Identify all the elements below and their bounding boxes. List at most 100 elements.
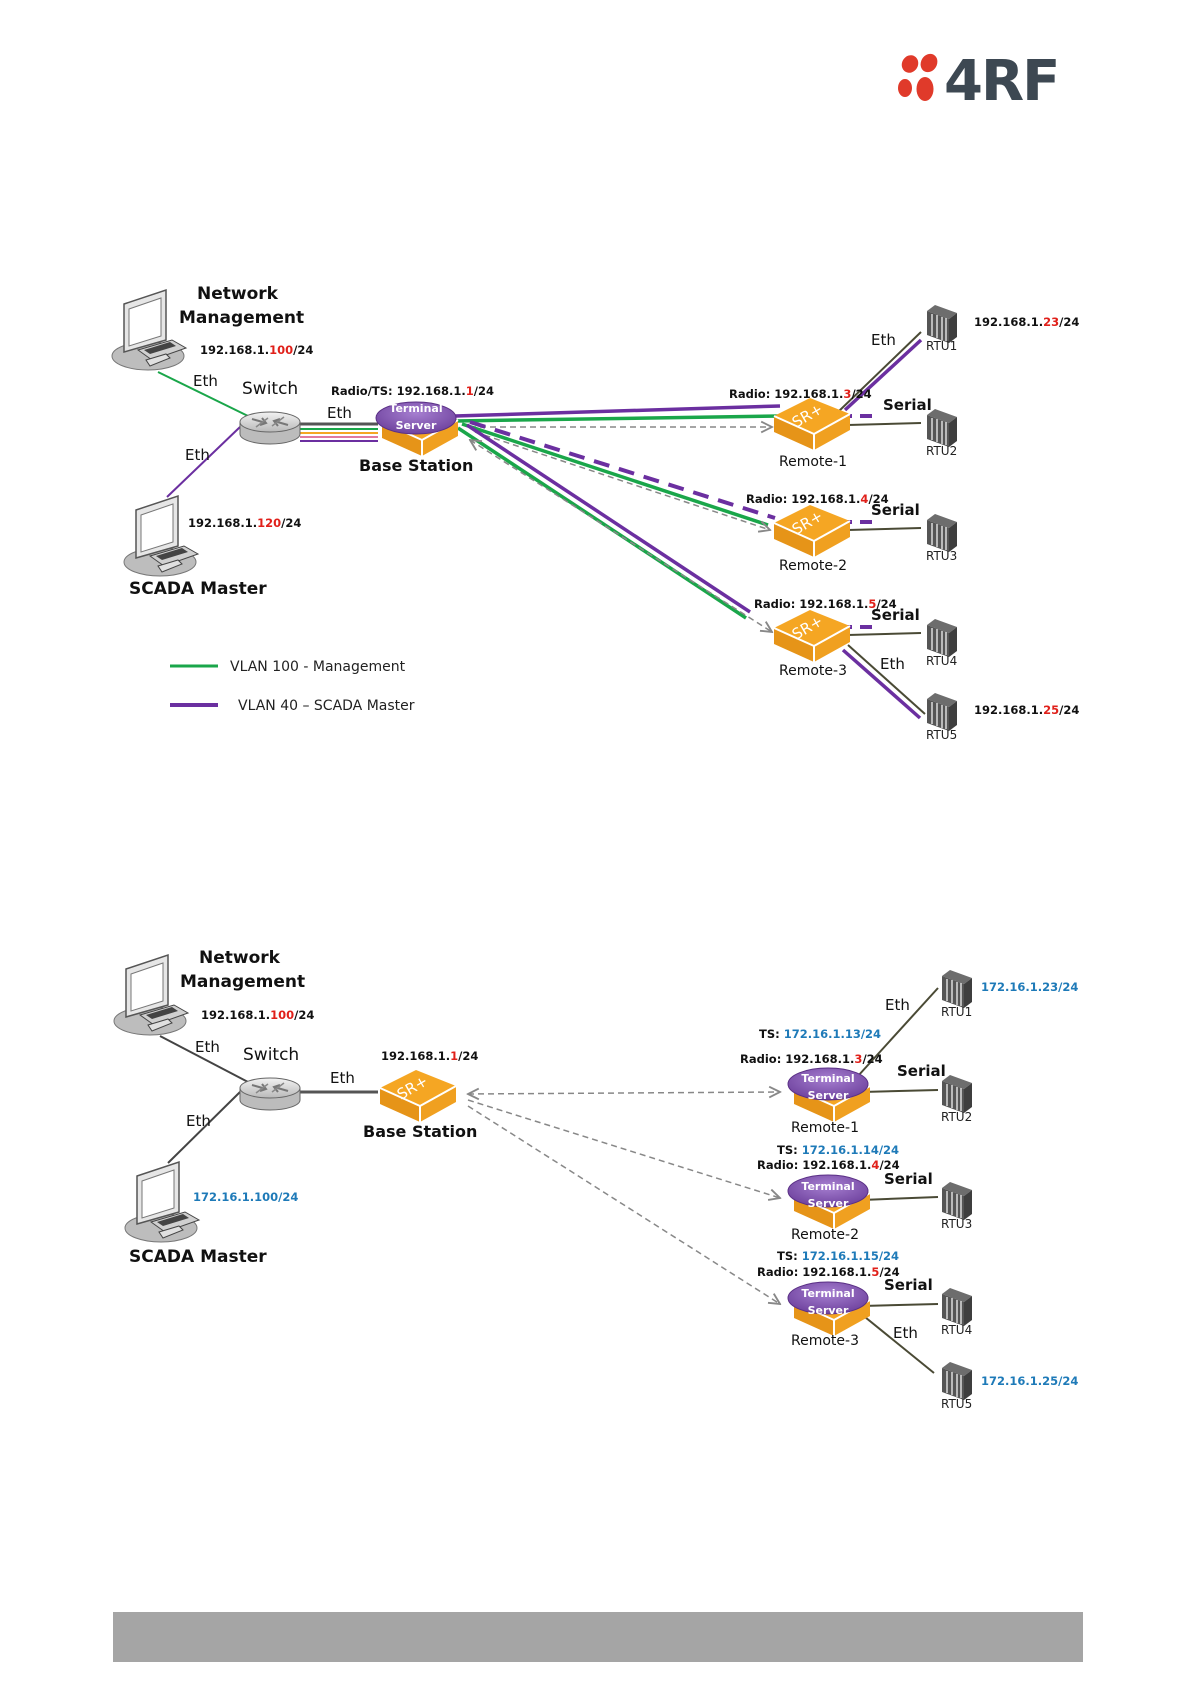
scada-switch-link bbox=[166, 426, 241, 498]
r3-serial-label: Serial bbox=[871, 606, 920, 624]
rtu2-icon bbox=[926, 408, 958, 448]
legend-label-vlan100: VLAN 100 - Management bbox=[230, 659, 406, 675]
rtu2-label: RTU2 bbox=[926, 444, 957, 458]
base-station-label: Base Station bbox=[359, 456, 473, 475]
r2-serial-label: Serial bbox=[871, 501, 920, 519]
rtu5-icon-2 bbox=[941, 1361, 973, 1401]
r1-eth-label: Eth bbox=[871, 331, 896, 349]
vlan100-r2 bbox=[461, 422, 769, 527]
rtu1-label: RTU1 bbox=[926, 339, 957, 353]
base-ts-line2: Server bbox=[396, 419, 437, 432]
remote-3-label: Remote-3 bbox=[779, 663, 847, 679]
eth-label-scada: Eth bbox=[185, 446, 210, 464]
r3-ts-line2: Server bbox=[808, 1304, 849, 1317]
nm-ip: 192.168.1.100/24 bbox=[200, 343, 313, 357]
rtu2-label-2: RTU2 bbox=[941, 1110, 972, 1124]
switch-icon bbox=[239, 411, 301, 445]
vlan40-r2-dashed bbox=[469, 420, 776, 520]
r1-eth-label-2: Eth bbox=[885, 996, 910, 1014]
r1-serial-label: Serial bbox=[883, 396, 932, 414]
remote-2-ip-2: Radio: 192.168.1.4/24 bbox=[757, 1158, 900, 1172]
switch-label: Switch bbox=[242, 379, 298, 399]
rtu5-label-2: RTU5 bbox=[941, 1397, 972, 1411]
r1-rtu2-serial bbox=[847, 422, 922, 426]
vlan100-r3 bbox=[457, 426, 747, 620]
r3-rtu5-eth-2 bbox=[859, 1312, 935, 1374]
rtu4-icon-2 bbox=[941, 1287, 973, 1327]
remote-1-ts-ip: TS: 172.16.1.13/24 bbox=[759, 1027, 881, 1041]
rtu4-icon bbox=[926, 618, 958, 658]
nm-title-line1: Network bbox=[197, 284, 279, 304]
r1-rtu1-eth bbox=[837, 331, 922, 413]
rtu3-icon bbox=[926, 513, 958, 553]
r3-eth-label: Eth bbox=[880, 655, 905, 673]
radio-link-r3-2 bbox=[467, 1105, 780, 1304]
nm-switch-link bbox=[157, 371, 249, 417]
base-station-ip-2: 192.168.1.1/24 bbox=[381, 1049, 478, 1063]
legend-label-vlan40: VLAN 40 – SCADA Master bbox=[238, 698, 415, 714]
scada-master-laptop-icon bbox=[123, 495, 199, 577]
rtu3-icon-2 bbox=[941, 1181, 973, 1221]
footer-bar bbox=[113, 1612, 1083, 1662]
eth-label-switch-base-2: Eth bbox=[330, 1069, 355, 1087]
vlan40-r3 bbox=[466, 423, 751, 614]
legend: VLAN 100 - Management VLAN 40 – SCADA Ma… bbox=[170, 659, 415, 714]
r3-rtu4-serial bbox=[847, 632, 922, 636]
r1-rtu1-eth-2 bbox=[857, 987, 939, 1077]
remote-2-ip: Radio: 192.168.1.4/24 bbox=[746, 492, 889, 506]
r1-ts-line2: Server bbox=[808, 1089, 849, 1102]
network-management-laptop-icon-2 bbox=[113, 954, 189, 1036]
rtu5-icon bbox=[926, 692, 958, 732]
r3-eth-label-2: Eth bbox=[893, 1324, 918, 1342]
logo-dots-icon bbox=[898, 53, 938, 101]
nm-ip-2: 192.168.1.100/24 bbox=[201, 1008, 314, 1022]
bottom-diagram: Network Management 192.168.1.100/24 Eth … bbox=[113, 948, 1078, 1411]
nm-switch-link-2 bbox=[159, 1035, 249, 1083]
nm-title-line2-2: Management bbox=[180, 972, 305, 992]
rtu1-ip: 192.168.1.23/24 bbox=[974, 315, 1079, 329]
base-station-label-2: Base Station bbox=[363, 1122, 477, 1141]
rtu5-label: RTU5 bbox=[926, 728, 957, 742]
remote-1-ip-2: Radio: 192.168.1.3/24 bbox=[740, 1052, 883, 1066]
vlan100-r1 bbox=[454, 414, 781, 423]
switch-icon-2 bbox=[239, 1077, 301, 1111]
vlan40-r1 bbox=[454, 404, 781, 418]
switch-label-2: Switch bbox=[243, 1045, 299, 1065]
scada-ip: 192.168.1.120/24 bbox=[188, 516, 301, 530]
r3-rtu5-eth bbox=[847, 644, 926, 715]
r1-ts-line1: Terminal bbox=[801, 1072, 854, 1085]
scada-master-laptop-icon-2 bbox=[124, 1161, 200, 1243]
eth-label-scada-2: Eth bbox=[186, 1112, 211, 1130]
r3-rtu5-vlan40 bbox=[841, 648, 922, 720]
rtu5-ip: 192.168.1.25/24 bbox=[974, 703, 1079, 717]
rtu5-ip-2: 172.16.1.25/24 bbox=[981, 1374, 1078, 1388]
rtu4-label: RTU4 bbox=[926, 654, 957, 668]
base-station-ip: Radio/TS: 192.168.1.1/24 bbox=[331, 384, 494, 398]
radio-link-r2-2 bbox=[467, 1099, 780, 1198]
scada-title-2: SCADA Master bbox=[129, 1247, 267, 1267]
eth-label-nm-2: Eth bbox=[195, 1038, 220, 1056]
nm-title-line2: Management bbox=[179, 308, 304, 328]
r2-ts-line2: Server bbox=[808, 1197, 849, 1210]
remote-3-ts-ip: TS: 172.16.1.15/24 bbox=[777, 1249, 899, 1263]
scada-title: SCADA Master bbox=[129, 579, 267, 599]
base-ts-line1: Terminal bbox=[389, 402, 442, 415]
rtu4-label-2: RTU4 bbox=[941, 1323, 972, 1337]
remote-1-label: Remote-1 bbox=[779, 454, 847, 470]
remote-3-ip-2: Radio: 192.168.1.5/24 bbox=[757, 1265, 900, 1279]
rtu1-icon-2 bbox=[941, 969, 973, 1009]
rtu1-label-2: RTU1 bbox=[941, 1005, 972, 1019]
top-diagram: Network Management 192.168.1.100/24 Eth … bbox=[111, 284, 1079, 742]
logo-text: 4RF bbox=[944, 49, 1058, 114]
remote-2-label: Remote-2 bbox=[779, 558, 847, 574]
r2-rtu3-serial-2 bbox=[861, 1196, 939, 1201]
r1-serial-label-2: Serial bbox=[897, 1062, 946, 1080]
eth-label-nm: Eth bbox=[193, 372, 218, 390]
r1-rtu1-vlan40 bbox=[843, 338, 923, 412]
rtu1-ip-2: 172.16.1.23/24 bbox=[981, 980, 1078, 994]
scada-switch-link-2 bbox=[167, 1091, 241, 1164]
r3-rtu4-serial-2 bbox=[861, 1303, 939, 1307]
r1-rtu2-serial-2 bbox=[861, 1089, 939, 1093]
scada-ip-2: 172.16.1.100/24 bbox=[193, 1190, 298, 1204]
